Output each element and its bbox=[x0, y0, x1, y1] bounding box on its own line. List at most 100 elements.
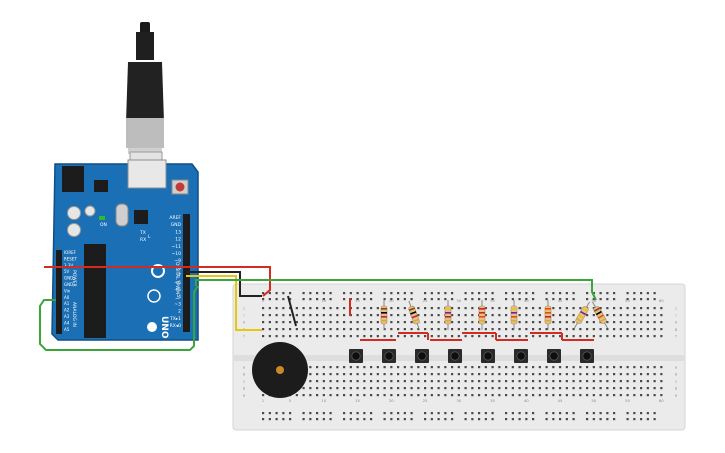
rail-hole[interactable] bbox=[606, 418, 609, 421]
terminal-hole[interactable] bbox=[295, 321, 298, 324]
rail-hole[interactable] bbox=[437, 418, 440, 421]
terminal-hole[interactable] bbox=[484, 328, 487, 331]
terminal-hole[interactable] bbox=[579, 307, 582, 310]
terminal-hole[interactable] bbox=[262, 335, 265, 338]
terminal-hole[interactable] bbox=[471, 307, 474, 310]
terminal-hole[interactable] bbox=[471, 314, 474, 317]
terminal-hole[interactable] bbox=[619, 387, 622, 390]
terminal-hole[interactable] bbox=[498, 314, 501, 317]
resistor[interactable] bbox=[590, 301, 610, 330]
terminal-hole[interactable] bbox=[437, 387, 440, 390]
terminal-hole[interactable] bbox=[370, 394, 373, 397]
rail-hole[interactable] bbox=[599, 292, 602, 295]
terminal-hole[interactable] bbox=[390, 321, 393, 324]
terminal-hole[interactable] bbox=[464, 366, 467, 369]
terminal-hole[interactable] bbox=[309, 314, 312, 317]
terminal-hole[interactable] bbox=[660, 366, 663, 369]
terminal-hole[interactable] bbox=[424, 307, 427, 310]
terminal-hole[interactable] bbox=[633, 335, 636, 338]
terminal-hole[interactable] bbox=[437, 328, 440, 331]
terminal-hole[interactable] bbox=[383, 394, 386, 397]
terminal-hole[interactable] bbox=[484, 366, 487, 369]
rail-hole[interactable] bbox=[653, 418, 656, 421]
terminal-hole[interactable] bbox=[376, 394, 379, 397]
rail-hole[interactable] bbox=[430, 292, 433, 295]
rail-hole[interactable] bbox=[525, 412, 528, 415]
terminal-hole[interactable] bbox=[343, 366, 346, 369]
terminal-hole[interactable] bbox=[430, 380, 433, 383]
terminal-hole[interactable] bbox=[316, 387, 319, 390]
terminal-hole[interactable] bbox=[646, 314, 649, 317]
terminal-hole[interactable] bbox=[322, 394, 325, 397]
terminal-hole[interactable] bbox=[552, 373, 555, 376]
resistor[interactable] bbox=[444, 300, 452, 330]
terminal-hole[interactable] bbox=[505, 394, 508, 397]
terminal-hole[interactable] bbox=[478, 380, 481, 383]
terminal-hole[interactable] bbox=[606, 380, 609, 383]
terminal-hole[interactable] bbox=[626, 394, 629, 397]
terminal-hole[interactable] bbox=[592, 387, 595, 390]
terminal-hole[interactable] bbox=[464, 373, 467, 376]
terminal-hole[interactable] bbox=[437, 373, 440, 376]
terminal-hole[interactable] bbox=[478, 366, 481, 369]
terminal-hole[interactable] bbox=[532, 328, 535, 331]
terminal-hole[interactable] bbox=[592, 335, 595, 338]
terminal-hole[interactable] bbox=[640, 321, 643, 324]
terminal-hole[interactable] bbox=[309, 335, 312, 338]
resistor[interactable] bbox=[510, 300, 518, 330]
rail-hole[interactable] bbox=[444, 412, 447, 415]
terminal-hole[interactable] bbox=[599, 366, 602, 369]
terminal-hole[interactable] bbox=[316, 373, 319, 376]
rail-hole[interactable] bbox=[505, 292, 508, 295]
terminal-hole[interactable] bbox=[660, 335, 663, 338]
terminal-hole[interactable] bbox=[451, 335, 454, 338]
terminal-hole[interactable] bbox=[498, 366, 501, 369]
rail-hole[interactable] bbox=[309, 292, 312, 295]
rail-hole[interactable] bbox=[505, 418, 508, 421]
terminal-hole[interactable] bbox=[640, 335, 643, 338]
terminal-hole[interactable] bbox=[397, 307, 400, 310]
rail-hole[interactable] bbox=[282, 292, 285, 295]
terminal-hole[interactable] bbox=[457, 366, 460, 369]
terminal-hole[interactable] bbox=[275, 307, 278, 310]
rail-hole[interactable] bbox=[478, 418, 481, 421]
terminal-hole[interactable] bbox=[532, 321, 535, 324]
terminal-hole[interactable] bbox=[484, 380, 487, 383]
terminal-hole[interactable] bbox=[343, 314, 346, 317]
rail-hole[interactable] bbox=[343, 412, 346, 415]
terminal-hole[interactable] bbox=[289, 314, 292, 317]
rail-hole[interactable] bbox=[349, 418, 352, 421]
rail-hole[interactable] bbox=[532, 298, 535, 301]
rail-hole[interactable] bbox=[397, 412, 400, 415]
rail-hole[interactable] bbox=[370, 418, 373, 421]
rail-hole[interactable] bbox=[484, 412, 487, 415]
rail-hole[interactable] bbox=[403, 292, 406, 295]
terminal-hole[interactable] bbox=[579, 373, 582, 376]
terminal-hole[interactable] bbox=[322, 321, 325, 324]
rail-hole[interactable] bbox=[592, 412, 595, 415]
terminal-hole[interactable] bbox=[545, 328, 548, 331]
terminal-hole[interactable] bbox=[653, 394, 656, 397]
rail-hole[interactable] bbox=[471, 292, 474, 295]
rail-hole[interactable] bbox=[613, 412, 616, 415]
rail-hole[interactable] bbox=[484, 298, 487, 301]
rail-hole[interactable] bbox=[545, 412, 548, 415]
terminal-hole[interactable] bbox=[424, 366, 427, 369]
terminal-hole[interactable] bbox=[498, 328, 501, 331]
terminal-hole[interactable] bbox=[619, 366, 622, 369]
rail-hole[interactable] bbox=[646, 298, 649, 301]
terminal-hole[interactable] bbox=[417, 373, 420, 376]
terminal-hole[interactable] bbox=[430, 373, 433, 376]
terminal-hole[interactable] bbox=[552, 321, 555, 324]
terminal-hole[interactable] bbox=[653, 387, 656, 390]
terminal-hole[interactable] bbox=[626, 321, 629, 324]
terminal-hole[interactable] bbox=[640, 394, 643, 397]
terminal-hole[interactable] bbox=[390, 366, 393, 369]
terminal-hole[interactable] bbox=[613, 314, 616, 317]
terminal-hole[interactable] bbox=[322, 335, 325, 338]
terminal-hole[interactable] bbox=[383, 373, 386, 376]
rail-hole[interactable] bbox=[586, 412, 589, 415]
terminal-hole[interactable] bbox=[383, 380, 386, 383]
terminal-hole[interactable] bbox=[376, 380, 379, 383]
terminal-hole[interactable] bbox=[349, 394, 352, 397]
